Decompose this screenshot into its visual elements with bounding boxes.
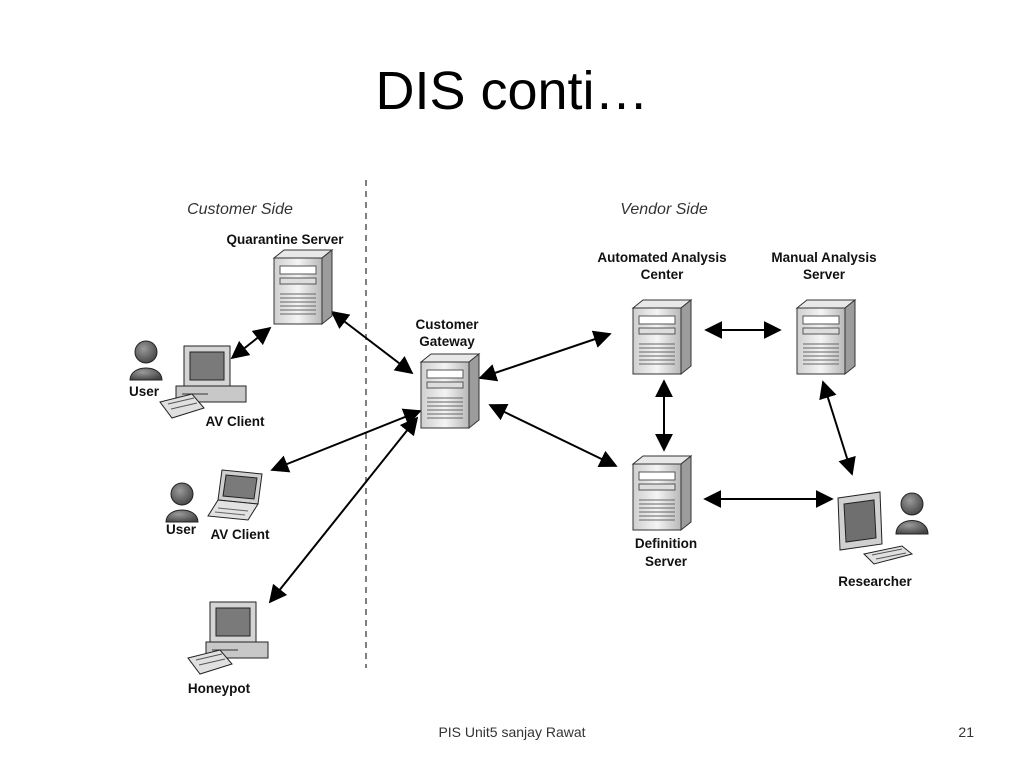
user-2-node: User	[165, 482, 199, 537]
manual-analysis-server-node: Manual Analysis Server	[771, 250, 877, 376]
user-2-label: User	[166, 522, 197, 537]
quarantine-server-node: Quarantine Server	[226, 232, 344, 326]
av-client-2-node: AV Client	[207, 469, 270, 542]
server-icon	[795, 298, 857, 376]
laptop-icon	[207, 469, 263, 521]
definition-server-label-line2: Server	[645, 554, 688, 569]
server-icon	[631, 454, 693, 532]
researcher-node: Researcher	[837, 491, 929, 589]
manual-analysis-label-line2: Server	[803, 267, 846, 282]
monitor-icon	[837, 491, 914, 565]
edge-gateway-automated	[478, 330, 612, 382]
quarantine-server-label: Quarantine Server	[226, 232, 344, 247]
user-icon	[165, 482, 199, 523]
av-client-1-label: AV Client	[205, 414, 265, 429]
automated-analysis-label-line1: Automated Analysis	[597, 250, 726, 265]
user-icon	[129, 340, 163, 381]
honeypot-label: Honeypot	[188, 681, 251, 696]
definition-server-node: Definition Server	[631, 454, 697, 569]
edge-gateway-honeypot	[268, 416, 419, 604]
customer-gateway-node: Customer Gateway	[415, 317, 481, 430]
av-client-1-node: AV Client	[159, 345, 265, 429]
user-1-label: User	[129, 384, 160, 399]
slide-title: DIS conti…	[375, 61, 649, 121]
server-icon	[631, 298, 693, 376]
customer-gateway-label-line1: Customer	[415, 317, 479, 332]
honeypot-node: Honeypot	[187, 601, 269, 696]
automated-analysis-center-node: Automated Analysis Center	[597, 250, 727, 376]
vendor-side-label: Vendor Side	[620, 201, 708, 218]
av-client-2-label: AV Client	[210, 527, 270, 542]
edge-quarantine-avclient1	[230, 326, 272, 360]
manual-analysis-label-line1: Manual Analysis	[771, 250, 876, 265]
server-icon	[419, 352, 481, 430]
user-icon	[895, 492, 929, 535]
automated-analysis-label-line2: Center	[641, 267, 685, 282]
desktop-computer-icon	[159, 345, 247, 419]
customer-gateway-label-line2: Gateway	[419, 334, 475, 349]
connections	[230, 310, 856, 604]
researcher-label: Researcher	[838, 574, 912, 589]
edge-gateway-definition	[488, 403, 618, 468]
edge-manual-researcher	[819, 380, 856, 476]
edge-quarantine-gateway	[330, 310, 414, 375]
customer-side-label: Customer Side	[187, 201, 293, 218]
definition-server-label-line1: Definition	[635, 536, 697, 551]
slide-number: 21	[958, 724, 974, 740]
slide-footer: PIS Unit5 sanjay Rawat	[438, 724, 586, 740]
server-icon	[272, 248, 334, 326]
desktop-computer-icon	[187, 601, 269, 675]
user-1-node: User	[129, 340, 163, 399]
